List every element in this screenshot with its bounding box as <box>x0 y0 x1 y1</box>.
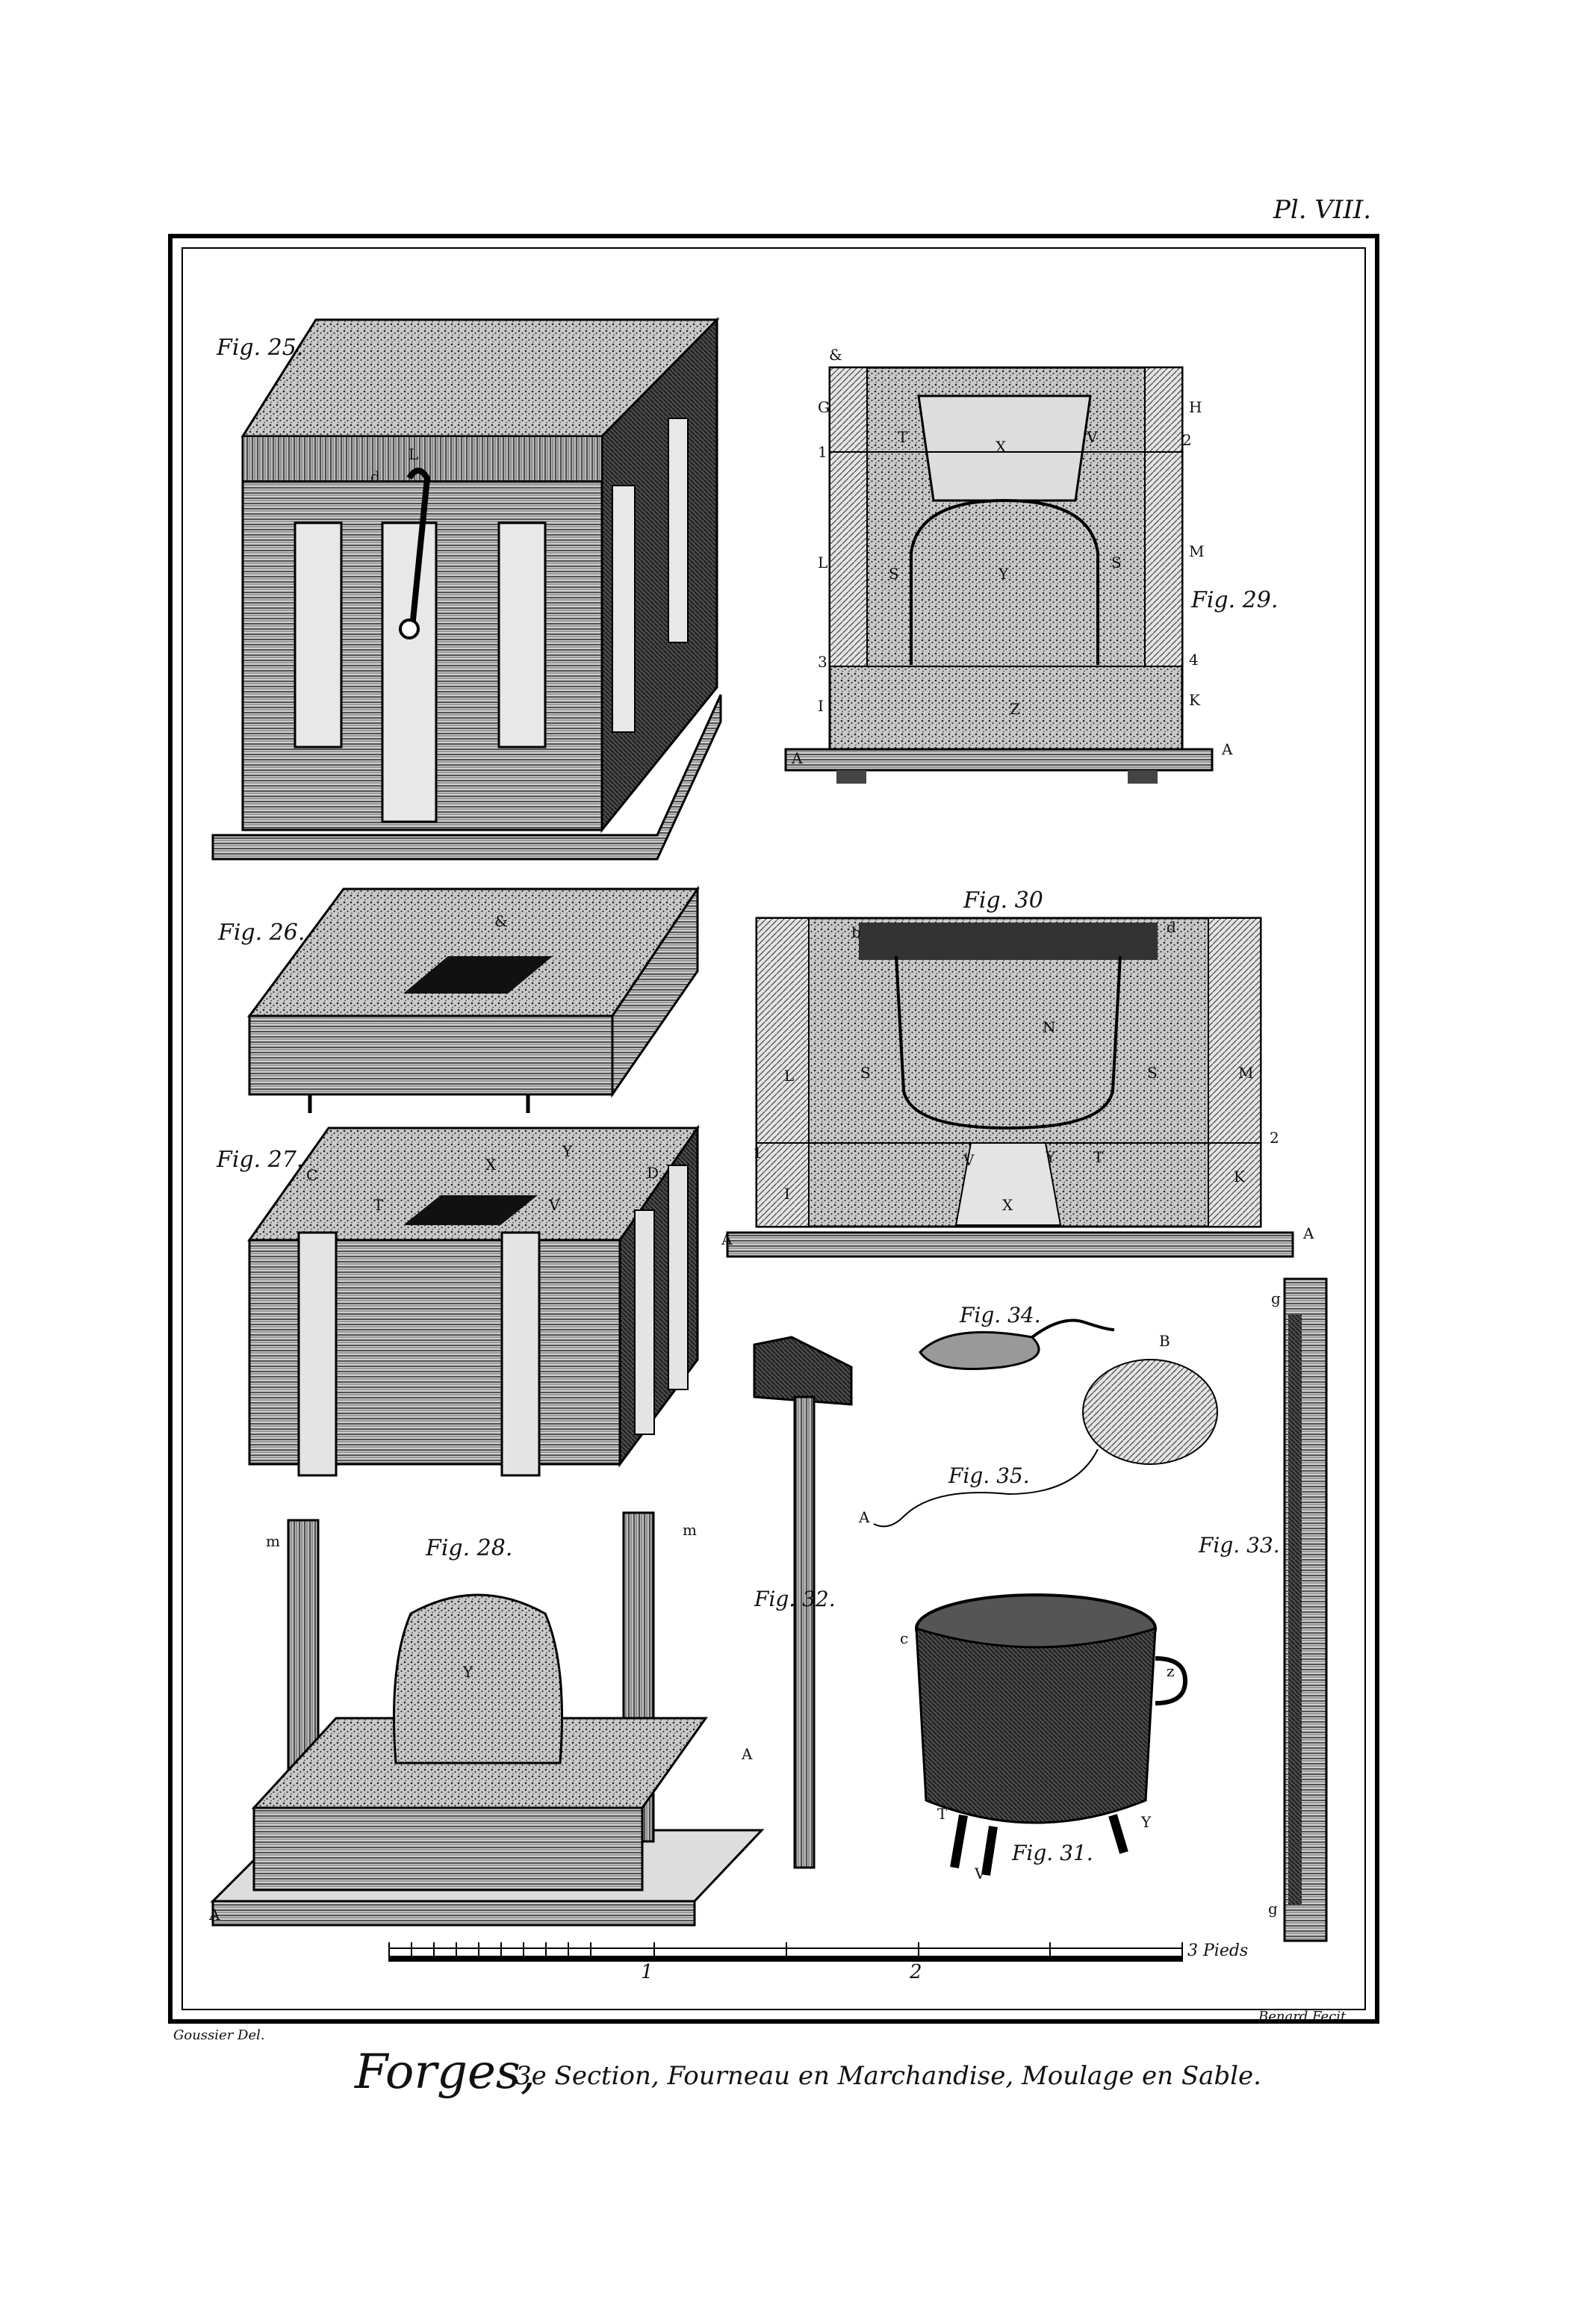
fig-25-label: Fig. 25. <box>216 335 303 361</box>
fig30-letter: S <box>860 1064 871 1082</box>
fig-26-label: Fig. 26. <box>217 920 305 946</box>
fig-27-label: Fig. 27. <box>216 1147 303 1173</box>
fig30-letter: b <box>851 923 861 941</box>
fig28-letter: Y <box>462 1663 473 1681</box>
fig30-letter: 1 <box>753 1144 763 1162</box>
plate-number: Pl. VIII. <box>1273 195 1371 225</box>
fig27-letter: D <box>647 1164 659 1182</box>
fig-32-label: Fig. 32. <box>754 1587 836 1611</box>
fig30-letter: N <box>1043 1018 1056 1036</box>
fig29-letter: H <box>1189 398 1202 416</box>
fig29-letter: V <box>1086 428 1098 446</box>
fig27-letter: Y <box>562 1142 573 1160</box>
fig30-letter: d <box>1167 918 1176 936</box>
figure-30-section <box>726 917 1294 1258</box>
fig31-letter: V <box>974 1865 986 1883</box>
fig-31-label: Fig. 31. <box>1011 1841 1093 1865</box>
plate-frame <box>168 234 1379 2024</box>
figure-31-pot <box>915 1593 1188 1876</box>
fig31-letter: T <box>937 1805 948 1823</box>
fig29-letter: T <box>898 428 908 446</box>
plate-title-main: Forges, <box>354 2045 535 2100</box>
fig27-letter: V <box>548 1196 560 1214</box>
figure-27-mould-frame <box>247 1124 700 1477</box>
figure-29-section <box>784 366 1214 784</box>
fig29-letter: A <box>1221 740 1233 758</box>
fig28-letter: A <box>741 1745 753 1763</box>
figure-34-ladle <box>919 1319 1115 1370</box>
fig30-letter: Y <box>1045 1148 1056 1166</box>
fig35-letter: B <box>1159 1332 1170 1350</box>
fig-35-label: Fig. 35. <box>948 1463 1030 1488</box>
fig29-letter: A <box>791 749 803 767</box>
engraver-credit: Benard Fecit. <box>1258 2009 1350 2024</box>
fig29-letter: 1 <box>818 443 827 461</box>
fig29-letter: Y <box>998 565 1009 583</box>
fig33-letter: g <box>1271 1289 1281 1307</box>
scale-bar <box>388 1942 1183 1962</box>
fig27-letter: C <box>306 1166 317 1184</box>
fig29-letter: Z <box>1010 700 1020 718</box>
fig-29-label: Fig. 29. <box>1190 587 1278 613</box>
fig-33-label: Fig. 33. <box>1198 1533 1280 1558</box>
fig29-letter: S <box>1111 554 1122 571</box>
fig-34-label: Fig. 34. <box>959 1303 1041 1327</box>
fig-30-label: Fig. 30 <box>963 887 1043 914</box>
fig29-letter: 2 <box>1182 431 1192 449</box>
fig25-letter: L <box>409 445 418 463</box>
fig29-letter: X <box>996 438 1007 456</box>
scale-tick-1: 1 <box>641 1961 653 1983</box>
fig30-letter: X <box>1002 1196 1013 1214</box>
figure-26-top-frame <box>247 885 700 1113</box>
fig27-letter: X <box>485 1156 497 1174</box>
fig30-letter: A <box>1302 1224 1314 1242</box>
fig28-letter: m <box>266 1532 280 1550</box>
fig25-letter: d <box>370 468 380 486</box>
fig33-letter: g <box>1268 1900 1278 1918</box>
fig30-letter: I <box>784 1185 790 1203</box>
fig29-letter: L <box>818 554 827 571</box>
fig30-letter: K <box>1234 1168 1246 1186</box>
fig35-letter: A <box>858 1508 870 1526</box>
fig-28-label: Fig. 28. <box>425 1535 512 1561</box>
scale-tick-2: 2 <box>909 1961 922 1983</box>
fig29-letter: G <box>818 398 830 416</box>
figure-33-rack <box>1283 1277 1328 1942</box>
fig29-letter: 3 <box>818 653 827 671</box>
fig28-letter: m <box>683 1521 697 1539</box>
fig29-letter: I <box>818 697 824 715</box>
fig28-letter: A <box>208 1906 220 1924</box>
fig31-letter: Y <box>1140 1813 1152 1831</box>
fig31-letter: c <box>900 1629 908 1647</box>
figure-25-mould-box <box>211 317 722 861</box>
fig30-letter: A <box>721 1230 733 1248</box>
fig31-letter: z <box>1167 1662 1175 1680</box>
plate-title-rest: 3e Section, Fourneau en Marchandise, Mou… <box>515 2061 1261 2091</box>
fig30-letter: S <box>1147 1064 1158 1082</box>
fig27-letter: T <box>373 1196 384 1214</box>
scale-end-label: 3 Pieds <box>1187 1942 1248 1960</box>
fig26-letter: & <box>494 912 508 930</box>
fig30-letter: M <box>1238 1064 1253 1082</box>
fig29-letter: & <box>829 346 842 364</box>
fig29-letter: S <box>889 565 899 583</box>
figure-35-brush <box>873 1359 1218 1528</box>
fig29-letter: 4 <box>1189 651 1199 669</box>
fig30-letter: V <box>963 1151 975 1169</box>
figure-32-hammer <box>753 1336 853 1869</box>
fig30-letter: 2 <box>1270 1129 1279 1147</box>
fig30-letter: T <box>1093 1148 1104 1166</box>
fig30-letter: L <box>784 1067 794 1085</box>
fig29-letter: M <box>1189 542 1204 560</box>
figure-28-sand-core <box>210 1511 765 1927</box>
fig29-letter: K <box>1189 691 1201 709</box>
draughtsman-credit: Goussier Del. <box>173 2027 265 2043</box>
